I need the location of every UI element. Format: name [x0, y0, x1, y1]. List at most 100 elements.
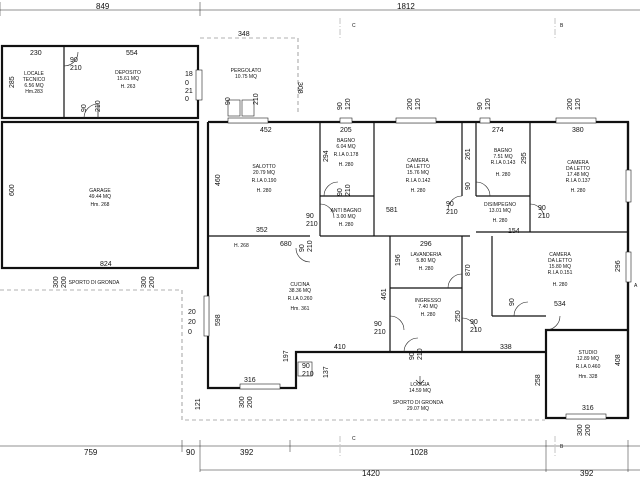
dim-cuc-win-210: 210: [302, 371, 314, 378]
disimpegno-area: 13.01 MQ: [489, 208, 511, 214]
dim-300c: 300: [239, 396, 246, 408]
deposito-block-wall: [0, 44, 200, 120]
dim-380: 380: [572, 127, 584, 134]
camera2-ria: R.I.A 0.137: [566, 178, 591, 184]
ingresso-height: H. 280: [421, 312, 436, 318]
studio-height: Hm. 328: [579, 374, 598, 380]
pergolato-name: PERGOLATO: [231, 68, 262, 74]
dim-locale-door-90: 90: [70, 57, 78, 64]
camera1-name2: DA LETTO: [406, 164, 430, 170]
dim-348: 348: [238, 31, 250, 38]
dim-bottom-total: 1420: [362, 469, 380, 478]
dim-338: 338: [500, 344, 512, 351]
sporto-left-label: SPORTO DI GRONDA: [69, 280, 120, 286]
salotto-name: SALOTTO: [252, 164, 275, 170]
dim-bottom-mid-a: 90: [186, 448, 195, 457]
dim-197: 197: [283, 350, 290, 362]
dim-581: 581: [386, 207, 398, 214]
deposito-area: 15.61 MQ: [117, 76, 139, 82]
dim-300b: 300: [141, 276, 148, 288]
dim-261: 261: [465, 148, 472, 160]
loggia-name: LOGGIA: [410, 382, 430, 388]
dim-554: 554: [126, 50, 138, 57]
section-c-top: C: [352, 23, 356, 29]
antibagno-name: ANTI BAGNO: [331, 208, 362, 214]
dim-bagno2-door-90: 90: [465, 182, 472, 190]
section-b-top: B: [560, 23, 564, 29]
sporto-bottom-area: 29.07 MQ: [407, 406, 429, 412]
bagno2-height: H. 280: [496, 172, 511, 178]
dim-137: 137: [323, 366, 330, 378]
dim-200b: 200: [149, 276, 156, 288]
deposito-side-window: [195, 69, 203, 101]
dim-452: 452: [260, 127, 272, 134]
dim-296b: 296: [615, 260, 622, 272]
dim-230: 230: [30, 50, 42, 57]
dim-20a: 20: [188, 309, 196, 316]
dim-cuc-door-210: 210: [307, 240, 314, 252]
disimpegno-name: DISIMPEGNO: [484, 202, 516, 208]
dim-410: 410: [334, 344, 346, 351]
camera3-height: H. 280: [553, 282, 568, 288]
dim-dis-door-90: 90: [446, 201, 454, 208]
dim-296: 296: [420, 241, 432, 248]
dim-entry-210: 210: [417, 348, 424, 360]
section-a-marker: A: [634, 283, 638, 289]
dim-460: 460: [215, 174, 222, 186]
salotto-ria: R.I.A 0.190: [252, 178, 277, 184]
dim-ing2-door-90: 90: [470, 319, 478, 326]
section-b-bottom: B: [560, 444, 564, 450]
dim-locale-door-210: 210: [70, 65, 82, 72]
dim-18: 18: [185, 71, 193, 78]
camera2-height: H. 280: [571, 188, 586, 194]
dim-cam1-win-120: 120: [415, 98, 422, 110]
garage-wall: [0, 120, 200, 270]
dim-cam3-door-90: 90: [509, 298, 516, 306]
top-dimension-chain: 849 1812: [0, 2, 640, 16]
dim-352: 352: [256, 227, 268, 234]
dim-bottom-mid-c: 1028: [410, 448, 428, 457]
bagno1-area: 6.04 MQ: [336, 144, 355, 150]
bottom-dimension-chain: 759 90 392 1028 1420 392: [0, 440, 640, 478]
bagno1-ria: R.I.A 0.178: [334, 152, 359, 158]
dim-308: 308: [296, 82, 303, 94]
antibagno-height: H. 280: [339, 222, 354, 228]
bagno2-ria: R.I.A 0.143: [491, 160, 516, 166]
dim-196: 196: [395, 254, 402, 266]
dim-perg-220: 210: [253, 93, 260, 105]
camera3-name2: DA LETTO: [548, 258, 572, 264]
pergolato-door-left: [227, 99, 241, 117]
dim-824: 824: [100, 261, 112, 268]
dim-bagno2-win-90: 90: [477, 102, 484, 110]
dim-bagno2-win-120: 120: [485, 98, 492, 110]
dim-200d: 200: [585, 424, 592, 436]
garage-height: Hm. 268: [91, 202, 110, 208]
camera1-name: CAMERA: [407, 158, 429, 164]
dim-cam1-win-200: 200: [407, 98, 414, 110]
dim-600: 600: [9, 184, 16, 196]
deposito-height: H. 263: [121, 84, 136, 90]
dim-200a: 200: [61, 276, 68, 288]
cucina-ria: R.I.A 0.260: [288, 296, 313, 302]
dim-bagno-win-90: 90: [337, 102, 344, 110]
ingresso-area: 7.40 MQ: [418, 304, 437, 310]
dim-bottom-right: 392: [580, 469, 594, 478]
sporto-bottom-label: SPORTO DI GRONDA: [393, 400, 444, 406]
dim-250: 250: [455, 310, 462, 322]
cucina-area: 38.36 MQ: [289, 288, 311, 294]
garage-name: GARAGE: [89, 188, 111, 194]
dim-bottom-left: 759: [84, 448, 98, 457]
dim-20b: 20: [188, 319, 196, 326]
camera2-name2: DA LETTO: [566, 166, 590, 172]
studio-name: STUDIO: [579, 350, 598, 356]
dim-258: 258: [535, 374, 542, 386]
dim-dis-door-210: 210: [446, 209, 458, 216]
dim-entry-90: 90: [409, 352, 416, 360]
dim-dep-door-90: 90: [81, 104, 88, 112]
locale-name2: TECNICO: [23, 77, 46, 83]
dim-dep-door-210: 210: [95, 100, 102, 112]
dim-0a: 0: [185, 80, 189, 87]
dim-21: 21: [185, 88, 193, 95]
cucina-height: Hm. 361: [291, 306, 310, 312]
dim-ing2-door-210: 210: [470, 327, 482, 334]
